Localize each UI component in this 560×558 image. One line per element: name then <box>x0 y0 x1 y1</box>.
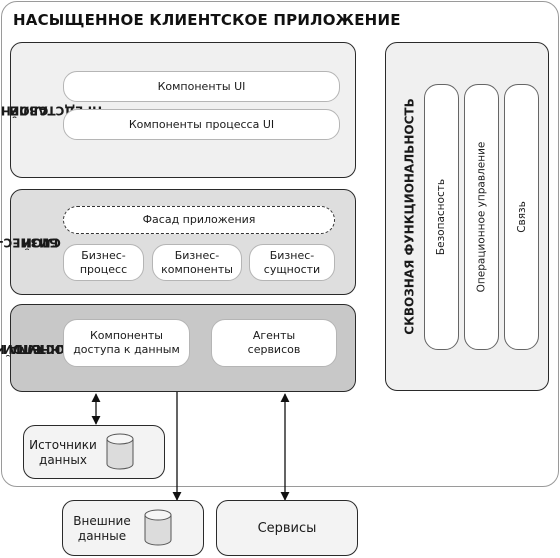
ui-components-box: Компоненты UI <box>63 71 340 102</box>
database-icon <box>106 433 134 470</box>
business-entities-box: Бизнес-сущности <box>249 244 335 281</box>
operational-management-column: Операционное управление <box>464 84 499 350</box>
security-column: Безопасность <box>424 84 459 350</box>
external-data-box <box>62 500 204 556</box>
data-sources-box <box>23 425 165 479</box>
diagram-title: НАСЫЩЕННОЕ КЛИЕНТСКОЕ ПРИЛОЖЕНИЕ <box>13 11 401 29</box>
business-process-box: Бизнес-процесс <box>63 244 144 281</box>
external-database-icon <box>144 509 172 546</box>
application-facade-box: Фасад приложения <box>63 206 335 234</box>
services-box: Сервисы <box>216 500 358 556</box>
business-components-box: Бизнес-компоненты <box>152 244 242 281</box>
ui-process-components-box: Компоненты процесса UI <box>63 109 340 140</box>
communication-column: Связь <box>504 84 539 350</box>
services-label: Сервисы <box>257 520 317 536</box>
